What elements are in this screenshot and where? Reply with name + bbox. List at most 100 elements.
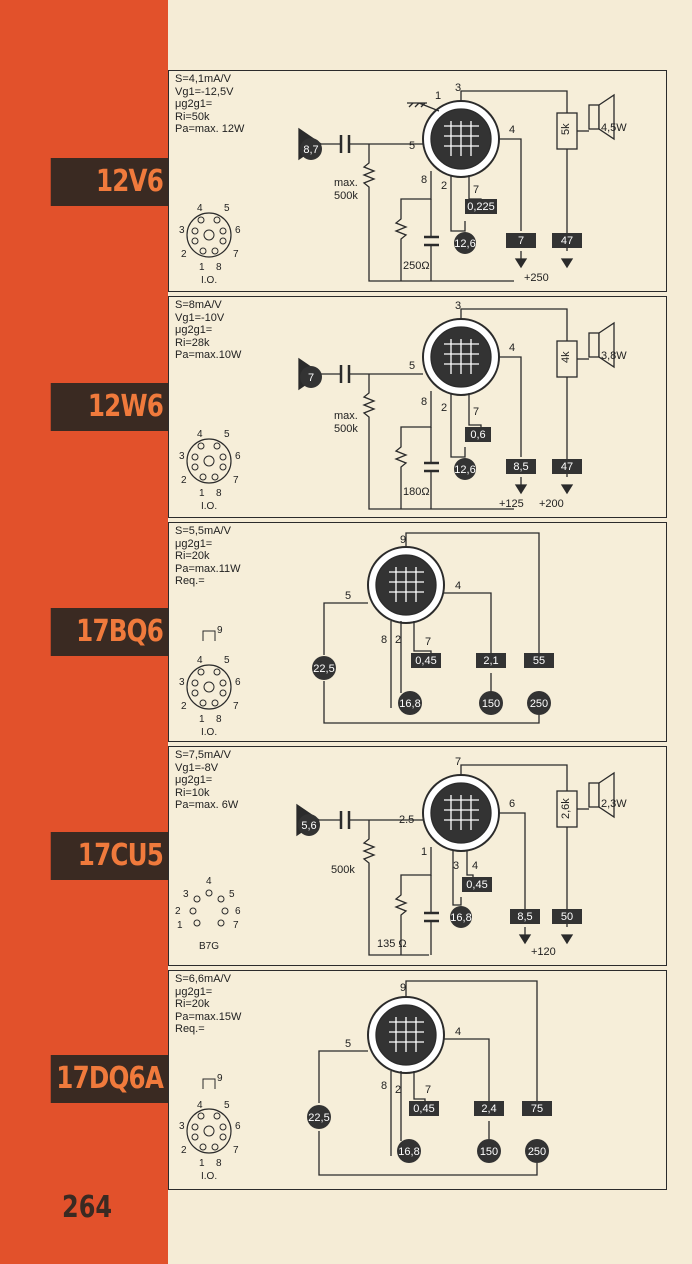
socket-pin-7: 7 xyxy=(233,920,239,931)
schematic-12v6: 7 47 0,225 12,6 8,7 max. 500k 250Ω 5k 4,… xyxy=(179,82,627,286)
socket-diagram-17cu5 xyxy=(189,889,229,927)
load-label: 5k xyxy=(560,123,572,135)
value-box-ia xyxy=(476,653,506,668)
circuit-panel-17dq6a: 0,45 2,4 75 22,5 16,8 150 250 9 5 4 8 2 … xyxy=(168,970,667,1190)
socket-pin-6: 6 xyxy=(235,906,241,917)
value-heater-i: 0,45 xyxy=(466,879,487,891)
drive-value: 7 xyxy=(308,372,314,384)
socket-pin-5: 5 xyxy=(224,655,230,666)
pin-k: 8 xyxy=(421,174,427,186)
pin-g1: 5 xyxy=(409,140,415,152)
spec-line: Req.= xyxy=(175,575,205,587)
pin-plate: 6 xyxy=(509,798,515,810)
spec-line: Ri=10k xyxy=(175,786,210,799)
socket-pin-3: 3 xyxy=(179,225,185,236)
pin-k: 8 xyxy=(381,634,387,646)
spec-line: μg2g1= xyxy=(175,537,213,550)
pin-h2: 7 xyxy=(473,184,479,196)
socket-pin-8: 8 xyxy=(216,262,222,273)
value-circle-bias xyxy=(307,1105,331,1129)
spec-line: Vg1=-8V xyxy=(175,761,219,774)
spec-line: S=4,1mA/V xyxy=(175,73,231,85)
pin-k: 8 xyxy=(381,1080,387,1092)
circuit-panel-17bq6: 0,45 2,1 55 22,5 16,8 150 250 9 5 4 8 2 … xyxy=(168,522,667,742)
value-box-ia xyxy=(506,459,536,474)
value-box-ig2 xyxy=(552,233,582,248)
value-box-ig2 xyxy=(522,1101,552,1116)
spec-line: S=5,5mA/V xyxy=(175,525,231,537)
socket-pin-2: 2 xyxy=(175,906,181,917)
socket-pin-5: 5 xyxy=(229,889,235,900)
value-ia: 2,4 xyxy=(481,1103,496,1115)
speaker-label: 2,3W xyxy=(601,798,627,810)
value-circle-vg2 xyxy=(525,1139,549,1163)
value-va: 150 xyxy=(480,1146,498,1158)
spec-line: Pa=max.11W xyxy=(175,562,241,575)
spec-line: S=7,5mA/V xyxy=(175,749,231,761)
spec-line: Ri=20k xyxy=(175,998,210,1010)
socket-pin-7: 7 xyxy=(233,475,239,486)
socket-cap: 9 xyxy=(217,1073,223,1084)
grid-resistor-label-2: 500k xyxy=(334,423,358,435)
tube-label-17bq6: 17BQ6 xyxy=(50,608,168,656)
socket-pin-4: 4 xyxy=(197,655,203,666)
pin-h1: 2 xyxy=(395,634,401,646)
supply-label: +250 xyxy=(524,272,549,284)
value-box-ig2 xyxy=(552,459,582,474)
circuit-panel-17cu5: 8,5 50 0,45 16,8 5,6 500k 135 Ω 2,6k 2,3… xyxy=(168,746,667,966)
socket-pin-8: 8 xyxy=(216,714,222,725)
socket-pin-7: 7 xyxy=(233,1145,239,1156)
pin-g1: 5 xyxy=(345,1038,351,1050)
spec-line: Req.= xyxy=(175,1023,205,1035)
pin-g1: 2.5 xyxy=(399,814,414,826)
value-heater-v: 12,6 xyxy=(454,238,475,250)
grid-resistor-label-1: 500k xyxy=(331,864,355,876)
socket-type: B7G xyxy=(199,941,219,952)
value-ig2: 47 xyxy=(561,235,573,247)
value-heater-i: 0,45 xyxy=(415,655,436,667)
tube-label-17dq6a: 17DQ6A xyxy=(50,1055,168,1103)
pin-plate: 4 xyxy=(509,342,515,354)
value-vg2: 250 xyxy=(528,1146,546,1158)
socket-diagram-12w6 xyxy=(186,438,232,484)
value-box-heater-i xyxy=(411,653,441,668)
value-heater-v: 16,8 xyxy=(398,1146,419,1158)
socket-pin-1: 1 xyxy=(199,262,205,273)
pin-top: 3 xyxy=(455,300,461,312)
drive-value: 5,6 xyxy=(301,820,316,832)
page-number: 264 xyxy=(62,1190,113,1225)
spec-line: Vg1=-10V xyxy=(175,311,225,324)
socket-pin-2: 2 xyxy=(181,1145,187,1156)
value-circle-bias xyxy=(312,656,336,680)
value-circle-heater-v xyxy=(398,691,422,715)
pin-h2: 7 xyxy=(425,636,431,648)
socket-pin-4: 4 xyxy=(197,203,203,214)
socket-pin-1: 1 xyxy=(199,714,205,725)
cathode-resistor-label: 135 Ω xyxy=(377,938,407,950)
value-ia: 7 xyxy=(518,235,524,247)
supply-b-label: +200 xyxy=(539,498,564,510)
socket-pin-4: 4 xyxy=(206,876,212,887)
pin-h2: 4 xyxy=(472,860,478,872)
value-va: 150 xyxy=(482,698,500,710)
pin-g1: 5 xyxy=(409,360,415,372)
value-box-heater-i xyxy=(409,1101,439,1116)
socket-pin-8: 8 xyxy=(216,1158,222,1169)
pin-top: 9 xyxy=(400,534,406,546)
drive-circle xyxy=(298,814,320,836)
value-box-heater-i xyxy=(462,877,492,892)
value-box-ia xyxy=(510,909,540,924)
pin-plate: 4 xyxy=(509,124,515,136)
load-label: 4k xyxy=(560,351,572,363)
value-box-ig2 xyxy=(524,653,554,668)
value-circle-va xyxy=(479,691,503,715)
drive-circle xyxy=(300,366,322,388)
value-ig2: 47 xyxy=(561,461,573,473)
supply-label: +120 xyxy=(531,946,556,958)
grid-resistor-label-1: max. xyxy=(334,177,358,189)
pin-h1: 2 xyxy=(441,180,447,192)
pin-k: 8 xyxy=(421,396,427,408)
value-ia: 2,1 xyxy=(483,655,498,667)
